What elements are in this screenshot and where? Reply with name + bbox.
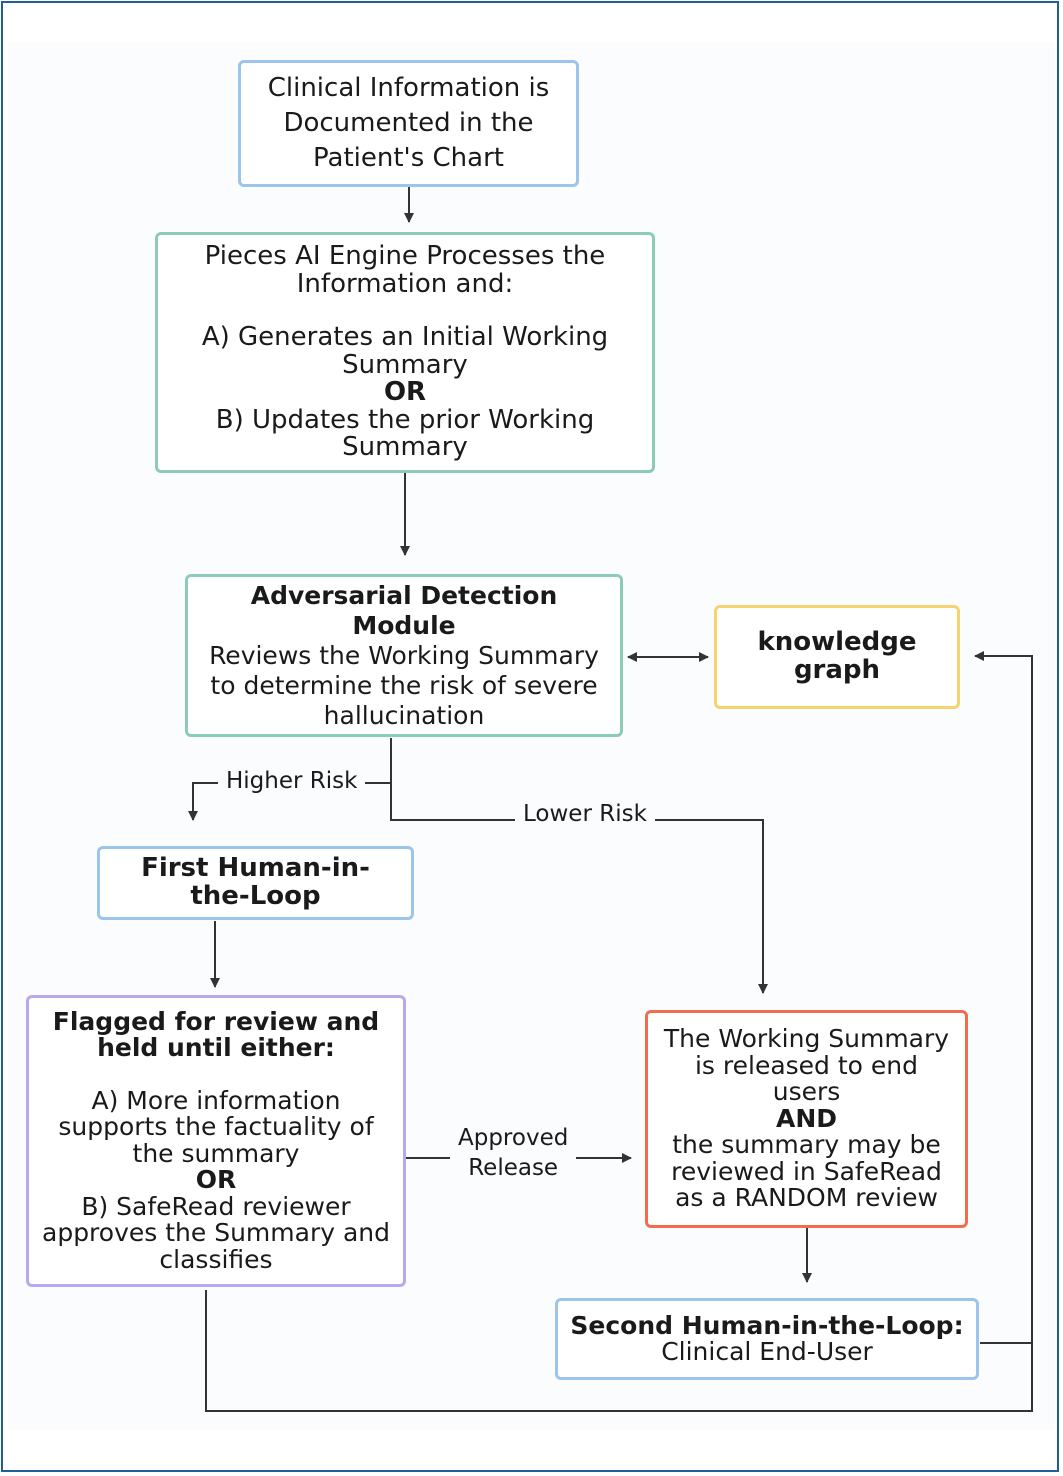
- approved-release-line: Approved: [458, 1125, 569, 1151]
- node-first-human-in-the-loop: First Human-in- the-Loop: [97, 846, 414, 920]
- released-body2-line: as a RANDOM review: [675, 1183, 938, 1213]
- released-body-line: users: [772, 1077, 841, 1107]
- released-body2-line: the summary may be: [672, 1130, 941, 1160]
- flagged-title-line: Flagged for review and: [52, 1006, 380, 1036]
- edge-label-lower-risk: Lower Risk: [515, 800, 655, 830]
- approved-release-line: Release: [468, 1154, 559, 1181]
- engine-option-a-line: A) Generates an Initial Working: [201, 322, 609, 353]
- flagged-option-b-line: approves the Summary and: [42, 1218, 390, 1248]
- flagged-option-a-line: A) More information: [91, 1085, 341, 1115]
- node-working-summary-released: The Working Summary is released to end u…: [645, 1010, 968, 1228]
- flagged-option-a-line: the summary: [132, 1138, 300, 1168]
- engine-option-b-line: B) Updates the prior Working: [215, 404, 595, 435]
- node-knowledge-graph: knowledge graph: [714, 605, 960, 709]
- adversarial-title: Adversarial Detection Module: [250, 580, 558, 640]
- engine-option-a-line: Summary: [342, 349, 468, 380]
- second-hitl-body: Clinical End-User: [661, 1337, 873, 1366]
- feedback-line-to-knowledge-graph: [205, 651, 1033, 1412]
- flagged-option-b-line: classifies: [159, 1244, 273, 1274]
- knowledge-line: graph: [793, 655, 881, 685]
- first-hitl-line: the-Loop: [190, 881, 321, 911]
- node-second-human-in-the-loop: Second Human-in-the-Loop: Clinical End-U…: [555, 1298, 979, 1380]
- flagged-option-a-line: supports the factuality of: [58, 1112, 374, 1142]
- edge-label-higher-risk: Higher Risk: [218, 767, 366, 797]
- node-ai-engine: Pieces AI Engine Processes the Informati…: [155, 232, 655, 473]
- engine-or-label: OR: [383, 377, 427, 408]
- flagged-or-label: OR: [195, 1165, 237, 1195]
- node-flagged-for-review: Flagged for review and held until either…: [26, 995, 406, 1287]
- released-body-line: is released to end: [694, 1050, 919, 1080]
- released-body2-line: reviewed in SafeRead: [671, 1156, 942, 1186]
- flagged-title-line: held until either:: [97, 1033, 335, 1063]
- engine-option-b-line: Summary: [342, 432, 468, 463]
- adversarial-body-line: Reviews the Working Summary: [209, 640, 599, 670]
- second-hitl-title: Second Human-in-the-Loop:: [570, 1310, 964, 1340]
- node-text-line: Documented in the: [283, 107, 534, 138]
- node-text-line: Patient's Chart: [313, 143, 504, 174]
- engine-heading-line: Information and:: [296, 268, 514, 299]
- flagged-option-b-line: B) SafeRead reviewer: [81, 1191, 351, 1221]
- released-body-line: The Working Summary: [663, 1024, 950, 1054]
- node-clinical-information: Clinical Information is Documented in th…: [238, 60, 579, 187]
- adversarial-body-line: to determine the risk of severe: [210, 670, 598, 700]
- engine-heading-line: Pieces AI Engine Processes the: [204, 241, 606, 272]
- node-adversarial-detection: Adversarial Detection Module Reviews the…: [185, 574, 623, 737]
- node-text-line: Clinical Information is: [267, 72, 550, 103]
- adversarial-body-line: hallucination: [323, 700, 485, 730]
- first-hitl-line: First Human-in-: [141, 853, 370, 884]
- edge-label-approved-release: Approved Release: [450, 1124, 577, 1184]
- released-and-label: AND: [775, 1103, 838, 1133]
- knowledge-line: knowledge: [757, 627, 917, 658]
